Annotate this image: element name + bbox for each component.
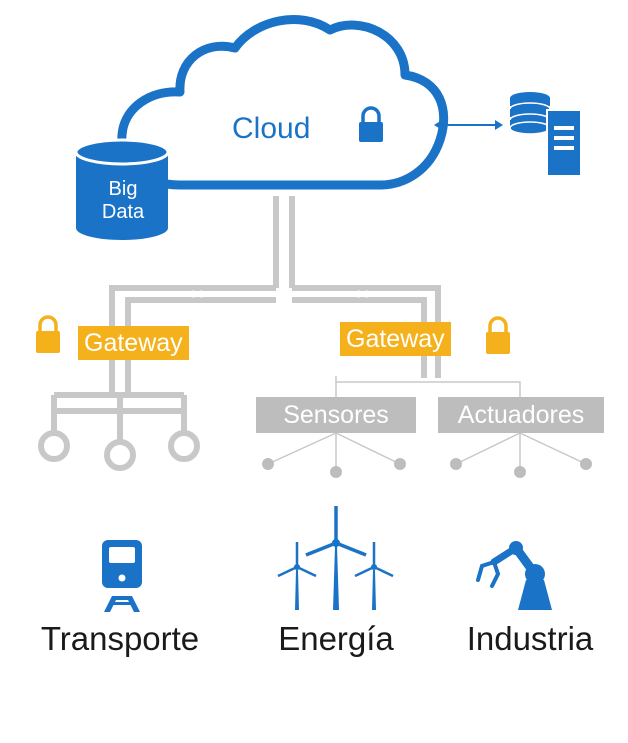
cloud-lock-icon bbox=[359, 106, 383, 142]
category-energy: Energía bbox=[278, 620, 394, 657]
robot-arm-icon bbox=[476, 541, 552, 610]
wind-turbine-icon bbox=[277, 506, 394, 610]
big-data-line1: Big bbox=[108, 178, 138, 200]
gateway-lock-icon bbox=[486, 316, 510, 354]
cloud-shape bbox=[117, 15, 449, 190]
big-data-label: Big Data bbox=[80, 178, 166, 224]
big-data-line2: Data bbox=[101, 201, 145, 223]
flow-arrows bbox=[74, 290, 374, 407]
endpoint-dots bbox=[262, 458, 592, 478]
double-arrow-icon bbox=[434, 120, 503, 130]
gateway-right: Gateway bbox=[340, 322, 451, 356]
category-transport: Transporte bbox=[40, 620, 200, 657]
server-icon bbox=[509, 92, 582, 177]
sensor-actuator-tree bbox=[267, 376, 587, 472]
actuators-box: Actuadores bbox=[438, 397, 604, 433]
gateway-lock-icon bbox=[36, 315, 60, 353]
cloud-label: Cloud bbox=[232, 112, 311, 145]
category-industry: Industria bbox=[466, 620, 594, 657]
gateway-left: Gateway bbox=[78, 326, 189, 360]
train-icon bbox=[102, 540, 142, 612]
database-icon bbox=[74, 138, 170, 240]
sensors-box: Sensores bbox=[256, 397, 416, 433]
device-nodes bbox=[38, 430, 200, 471]
